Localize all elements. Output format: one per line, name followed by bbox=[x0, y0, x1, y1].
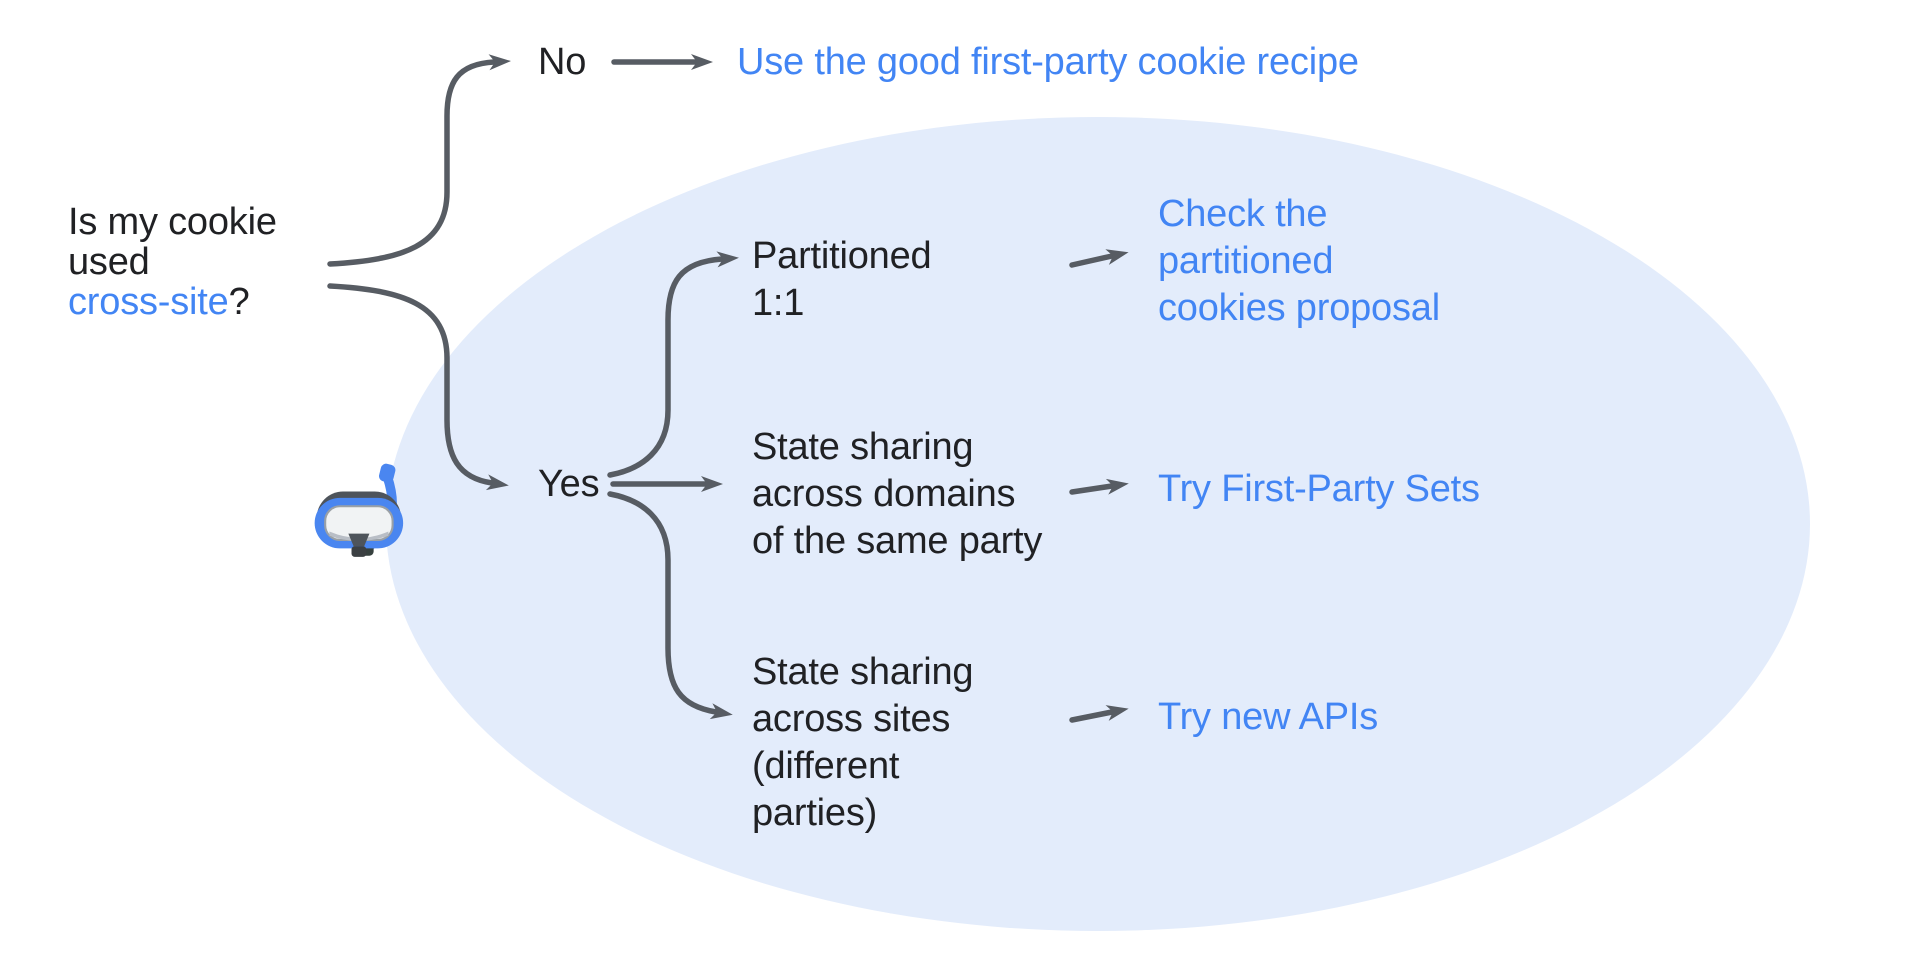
diving-mask-emoji bbox=[314, 463, 404, 557]
connector-yes-to-state-sharing-sites bbox=[607, 491, 733, 720]
question-line: cross-site? bbox=[68, 281, 250, 323]
connector-question-to-no bbox=[327, 54, 511, 267]
outcome-first-party-recipe[interactable]: Use the good first-party cookie recipe bbox=[737, 41, 1359, 83]
condition-state-sharing-domains: State sharing across domains of the same… bbox=[752, 426, 1043, 562]
yes-group-ellipse bbox=[386, 117, 1810, 931]
outcome-try-new-apis[interactable]: Try new APIs bbox=[1158, 696, 1379, 738]
root-question: Is my cookie used cross-site? bbox=[68, 202, 277, 322]
question-line: used bbox=[68, 241, 150, 283]
question-line: Is my cookie bbox=[68, 201, 277, 243]
arrow-partitioned-to-proposal bbox=[1069, 249, 1129, 268]
yes-label: Yes bbox=[538, 463, 600, 505]
arrow-domains-to-fps bbox=[1069, 478, 1129, 495]
connector-yes-to-partitioned bbox=[607, 251, 739, 478]
connector-question-to-yes bbox=[327, 283, 509, 491]
outcome-partitioned-cookies-proposal[interactable]: Check the partitioned cookies proposal bbox=[1158, 193, 1440, 329]
condition-partitioned: Partitioned 1:1 bbox=[752, 235, 932, 324]
outcome-first-party-sets[interactable]: Try First-Party Sets bbox=[1158, 468, 1480, 510]
cross-site-link-text[interactable]: cross-site bbox=[68, 281, 229, 323]
arrow-sites-to-apis bbox=[1069, 705, 1129, 723]
condition-state-sharing-sites: State sharing across sites (different pa… bbox=[752, 651, 974, 834]
mask bbox=[314, 491, 404, 557]
no-label: No bbox=[538, 41, 587, 83]
